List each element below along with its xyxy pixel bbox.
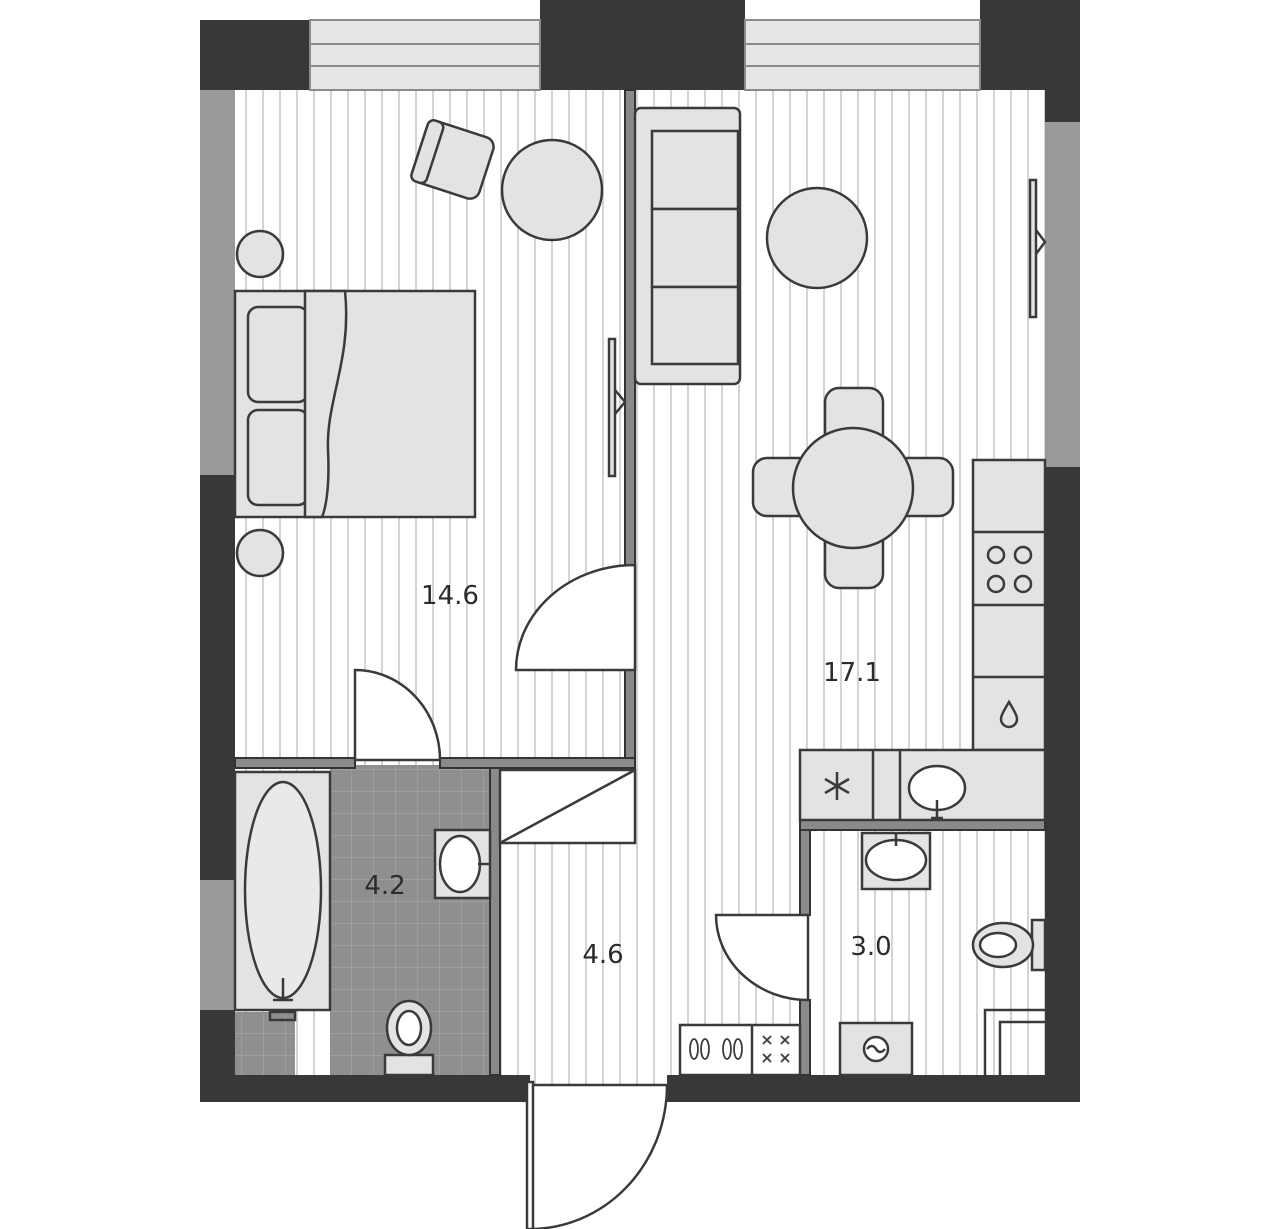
room-area-hallway: 4.6 bbox=[582, 940, 623, 970]
doors bbox=[353, 563, 810, 1229]
sink-icon bbox=[860, 831, 932, 891]
room-area-living-kitchen: 17.1 bbox=[823, 658, 881, 688]
washing-machine-icon bbox=[838, 1021, 914, 1077]
tv-icon bbox=[607, 337, 627, 478]
door-bathroom bbox=[353, 668, 442, 762]
interior-walls bbox=[234, 89, 1046, 1076]
living-kitchen bbox=[633, 106, 1047, 822]
window-right bbox=[1045, 122, 1080, 467]
round-table-icon bbox=[500, 138, 604, 242]
windows bbox=[200, 19, 1080, 1010]
bathtub-icon bbox=[233, 770, 332, 1012]
door-bedroom bbox=[514, 563, 637, 672]
sink-icon bbox=[433, 828, 492, 900]
armchair-icon bbox=[410, 119, 495, 200]
storage-shelf bbox=[983, 1008, 1045, 1075]
coffee-table-icon bbox=[765, 186, 869, 290]
window-left-lower bbox=[200, 880, 235, 1010]
bed-icon bbox=[233, 289, 477, 519]
window-left-upper bbox=[200, 90, 235, 475]
room-labels: 14.6 17.1 4.2 4.6 3.0 bbox=[364, 581, 891, 970]
stove-icon bbox=[986, 545, 1033, 594]
nightstand-icon bbox=[235, 528, 285, 578]
nightstand-icon bbox=[235, 229, 285, 279]
exterior-walls bbox=[200, 0, 1080, 1102]
bedroom bbox=[233, 119, 627, 578]
window-top-right bbox=[744, 19, 981, 91]
dining-table-icon bbox=[751, 386, 955, 590]
toilet-icon bbox=[383, 999, 435, 1077]
room-area-bedroom: 14.6 bbox=[421, 581, 479, 611]
door-toilet bbox=[714, 913, 810, 1002]
shoe-rack-icon bbox=[678, 1023, 802, 1077]
toilet-room bbox=[838, 831, 1047, 1077]
toilet-icon bbox=[971, 918, 1047, 972]
bathroom bbox=[233, 770, 492, 1077]
room-area-toilet: 3.0 bbox=[850, 932, 891, 962]
water-drop-icon bbox=[999, 699, 1019, 729]
sink-icon bbox=[907, 764, 967, 820]
kitchen-counter bbox=[798, 458, 1047, 822]
room-area-bathroom: 4.2 bbox=[364, 871, 405, 901]
window-top-left bbox=[309, 19, 541, 91]
tv-icon bbox=[1028, 178, 1047, 319]
wardrobe-icon bbox=[498, 768, 637, 845]
hallway bbox=[498, 768, 802, 1077]
fridge-icon bbox=[824, 772, 850, 800]
sofa-icon bbox=[633, 106, 742, 386]
door-entrance bbox=[528, 1083, 669, 1229]
